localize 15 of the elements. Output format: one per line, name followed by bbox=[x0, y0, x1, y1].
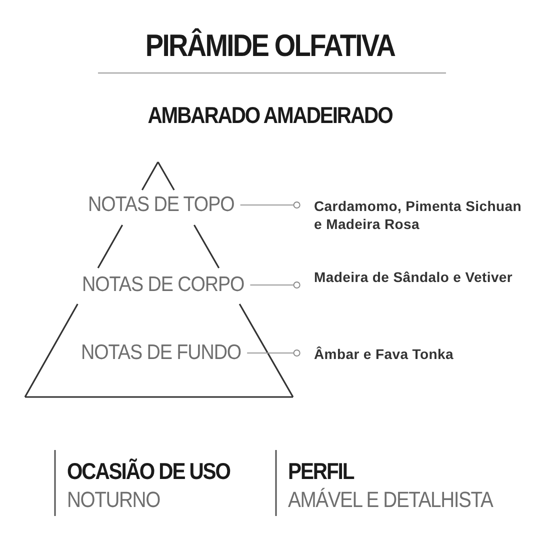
note-tier-label: NOTAS DE TOPO bbox=[88, 193, 234, 217]
leader-line bbox=[240, 201, 300, 209]
title: PIRÂMIDE OLFATIVA bbox=[144, 28, 396, 64]
note-description: Cardamomo, Pimenta Sichuan e Madeira Rosa bbox=[300, 197, 530, 233]
subtitle: AMBARADO AMADEIRADO bbox=[146, 102, 394, 129]
leader-line bbox=[250, 281, 300, 289]
note-description: Âmbar e Fava Tonka bbox=[300, 345, 530, 363]
section-heading: PERFIL bbox=[288, 458, 354, 485]
section-heading: OCASIÃO DE USO bbox=[67, 458, 230, 485]
note-description: Madeira de Sândalo e Vetiver bbox=[300, 268, 530, 286]
section-value: NOTURNO bbox=[67, 487, 160, 513]
leader-line bbox=[246, 349, 300, 357]
section-value: AMÁVEL E DETALHISTA bbox=[288, 487, 493, 513]
note-tier-label: NOTAS DE CORPO bbox=[82, 273, 244, 297]
note-tier-label: NOTAS DE FUNDO bbox=[81, 341, 242, 365]
